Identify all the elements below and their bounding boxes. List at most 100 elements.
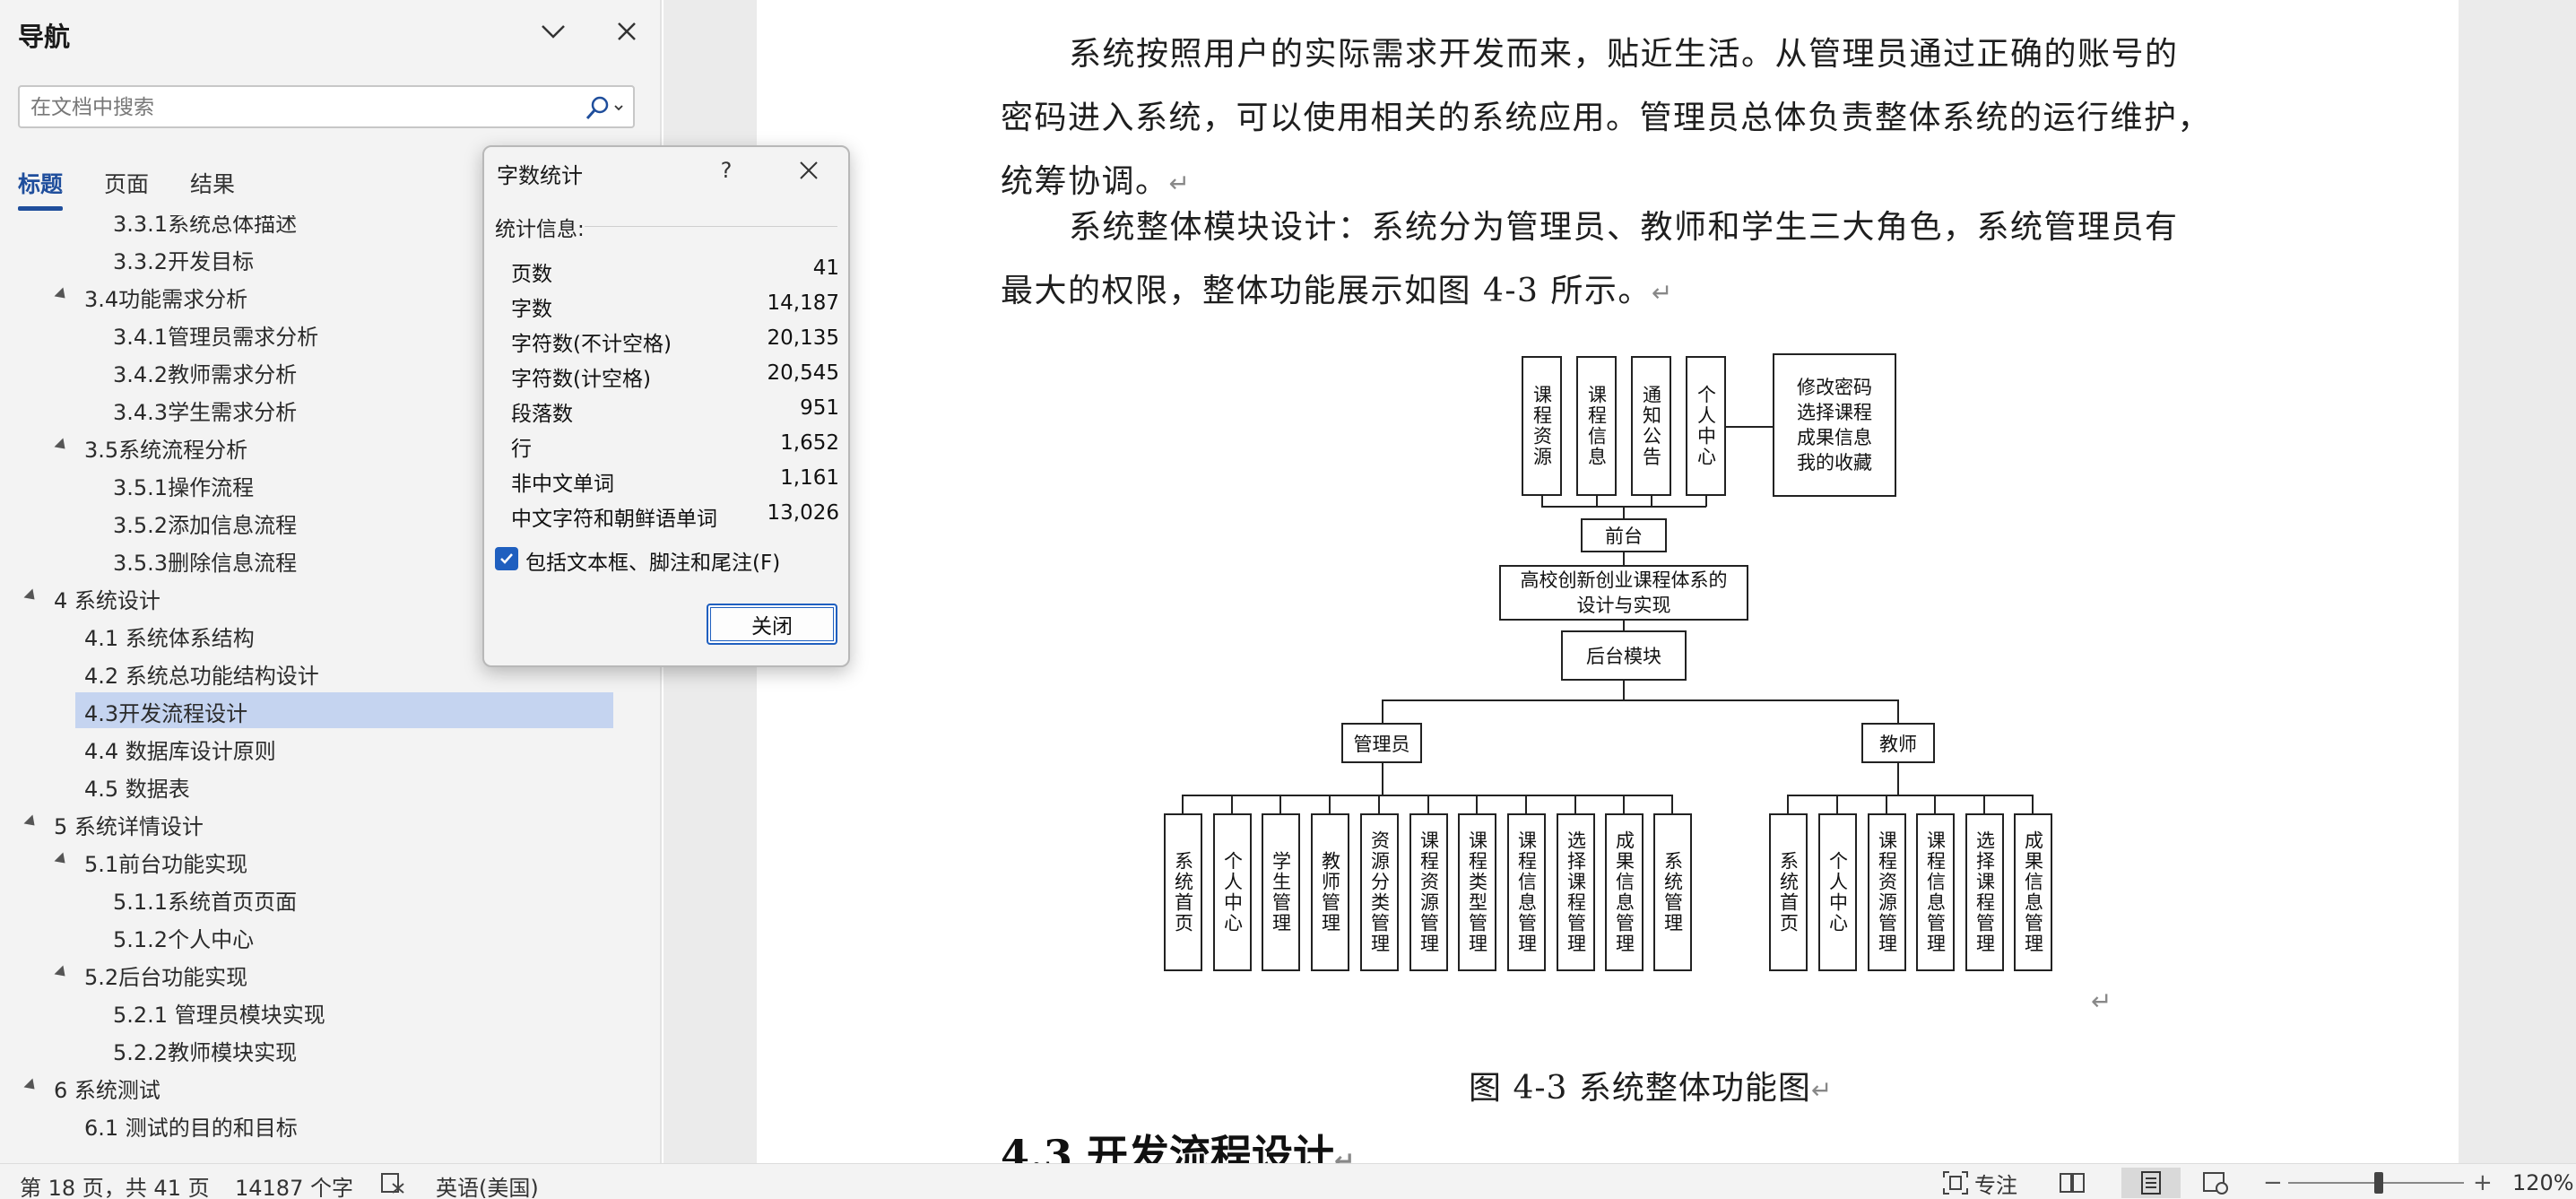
connector-line [2032, 795, 2034, 814]
outline-item-label: 4.2 系统总功能结构设计 [84, 664, 319, 689]
outline-item[interactable]: 3.3.2开发目标 [0, 240, 628, 276]
heading-text: 4.3 开发流程设计 [1001, 1131, 1335, 1163]
web-layout-button[interactable] [2202, 1168, 2229, 1198]
page-count[interactable]: 第 18 页，共 41 页 [20, 1176, 210, 1199]
help-button[interactable]: ? [720, 158, 733, 183]
tab-pages[interactable]: 页面 [104, 171, 150, 197]
outline-item[interactable]: 4.4 数据库设计原则 [0, 730, 628, 766]
outline-item[interactable]: 4.1 系统体系结构 [0, 617, 628, 653]
admin-function-box: 系统管理 [1653, 813, 1692, 971]
outline-item[interactable]: 4.2 系统总功能结构设计 [0, 655, 628, 691]
outline-item[interactable]: 3.5.2添加信息流程 [0, 504, 628, 540]
nav-options-button[interactable] [531, 11, 576, 52]
zoom-in-button[interactable]: + [2473, 1168, 2493, 1198]
outline-item[interactable]: 4 系统设计 [0, 579, 628, 615]
tab-headings[interactable]: 标题 [18, 171, 64, 197]
dialog-close-x-button[interactable] [789, 152, 828, 188]
focus-label: 专注 [1974, 1172, 2017, 1198]
outline-item[interactable]: 6.1 测试的目的和目标 [0, 1107, 628, 1143]
stat-value: 1,652 [780, 431, 839, 455]
outline-item[interactable]: 5.1.2个人中心 [0, 918, 628, 954]
outline-item[interactable]: 5.1前台功能实现 [0, 843, 628, 879]
collapse-triangle-icon[interactable] [23, 588, 39, 604]
collapse-triangle-icon[interactable] [54, 287, 70, 303]
chevron-down-icon [542, 25, 565, 39]
zoom-level[interactable]: 120% [2512, 1170, 2574, 1195]
connector-line [1623, 795, 1625, 814]
proofing-button[interactable] [380, 1168, 405, 1198]
close-icon [618, 22, 636, 40]
paragraph-mark: ↵ [1810, 1075, 1834, 1105]
outline-item[interactable]: 3.4功能需求分析 [0, 278, 628, 314]
document-page[interactable]: 系统按照用户的实际需求开发而来，贴近生活。从管理员通过正确的账号的 密码进入系统… [757, 0, 2459, 1163]
search-button[interactable] [579, 92, 629, 123]
word-count[interactable]: 14187 个字 [235, 1176, 353, 1199]
collapse-triangle-icon[interactable] [54, 438, 70, 454]
outline-item[interactable]: 5.2后台功能实现 [0, 956, 628, 992]
read-mode-button[interactable] [2059, 1168, 2086, 1198]
outline-item[interactable]: 5.2.2教师模块实现 [0, 1031, 628, 1067]
outline-item[interactable]: 3.5.1操作流程 [0, 466, 628, 502]
connector-line [1787, 795, 2034, 796]
collapse-triangle-icon[interactable] [54, 852, 70, 868]
connector-line [1382, 763, 1383, 795]
collapse-triangle-icon[interactable] [23, 1078, 39, 1094]
outline-item[interactable]: 3.5系统流程分析 [0, 429, 628, 465]
outline-item[interactable]: 5 系统详情设计 [0, 805, 628, 841]
paragraph-2: 系统整体模块设计：系统分为管理员、教师和学生三大角色，系统管理员有 最大的权限，… [1001, 195, 2238, 325]
connector-line [1541, 496, 1543, 507]
outline-item[interactable]: 3.4.2教师需求分析 [0, 353, 628, 389]
language-indicator[interactable]: 英语(美国) [436, 1176, 539, 1199]
nav-title: 导航 [18, 22, 71, 52]
stat-label: 字符数(计空格) [511, 368, 651, 391]
stat-label: 字符数(不计空格) [511, 333, 672, 356]
teacher-function-box: 选择课程管理 [1965, 813, 2004, 971]
include-textboxes-checkbox[interactable] [495, 547, 518, 570]
outline-item[interactable]: 4.3开发流程设计 [75, 692, 613, 728]
connector-line [1671, 795, 1673, 814]
collapse-triangle-icon[interactable] [54, 965, 70, 981]
proofing-icon [381, 1173, 404, 1194]
outline-item-label: 4 系统设计 [54, 588, 160, 613]
connector-line [1623, 506, 1625, 519]
stat-label: 非中文单词 [511, 473, 614, 496]
connector-line [1525, 795, 1527, 814]
outline-item[interactable]: 6 系统测试 [0, 1069, 628, 1105]
outline-item[interactable]: 3.3.1系统总体描述 [0, 215, 628, 239]
admin-function-box: 课程资源管理 [1409, 813, 1448, 971]
outline-item-label: 5.1.1系统首页页面 [113, 890, 298, 915]
zoom-slider-thumb[interactable] [2374, 1172, 2383, 1194]
admin-function-box: 系统首页 [1164, 813, 1202, 971]
outline-item[interactable]: 3.5.3删除信息流程 [0, 542, 628, 578]
outline-item[interactable]: 5.1.1系统首页页面 [0, 881, 628, 917]
close-button[interactable]: 关闭 [707, 604, 837, 645]
admin-function-box: 个人中心 [1213, 813, 1252, 971]
outline-item[interactable]: 4.5 数据表 [0, 768, 628, 804]
paragraph-1: 系统按照用户的实际需求开发而来，贴近生活。从管理员通过正确的账号的 密码进入系统… [1001, 22, 2238, 215]
stat-value: 20,135 [767, 326, 839, 350]
collapse-triangle-icon[interactable] [23, 814, 39, 830]
focus-mode-button[interactable]: 专注 [1942, 1168, 2017, 1198]
tab-results[interactable]: 结果 [190, 171, 236, 197]
admin-function-box: 选择课程管理 [1557, 813, 1595, 971]
search-input[interactable] [30, 94, 568, 121]
paragraph-mark: ↵ [1168, 169, 1192, 198]
nav-close-button[interactable] [604, 11, 649, 52]
stat-value: 41 [812, 256, 839, 280]
connector-line [1329, 795, 1331, 814]
outline-item[interactable]: 3.4.1管理员需求分析 [0, 316, 628, 352]
outline-item-label: 4.4 数据库设计原则 [84, 739, 276, 764]
outline-item[interactable]: 5.2.1 管理员模块实现 [0, 994, 628, 1030]
admin-function-box: 学生管理 [1262, 813, 1300, 971]
teacher-function-box: 课程资源管理 [1868, 813, 1906, 971]
print-layout-button[interactable] [2121, 1168, 2181, 1198]
zoom-out-button[interactable]: − [2263, 1168, 2283, 1198]
outline-item-label: 3.5.1操作流程 [113, 475, 255, 500]
teacher-function-box: 成果信息管理 [2014, 813, 2052, 971]
search-icon [585, 96, 609, 119]
outline-item-label: 3.4功能需求分析 [84, 287, 248, 312]
outline-item[interactable]: 3.4.3学生需求分析 [0, 391, 628, 427]
outline-item-label: 3.5.2添加信息流程 [113, 513, 298, 538]
